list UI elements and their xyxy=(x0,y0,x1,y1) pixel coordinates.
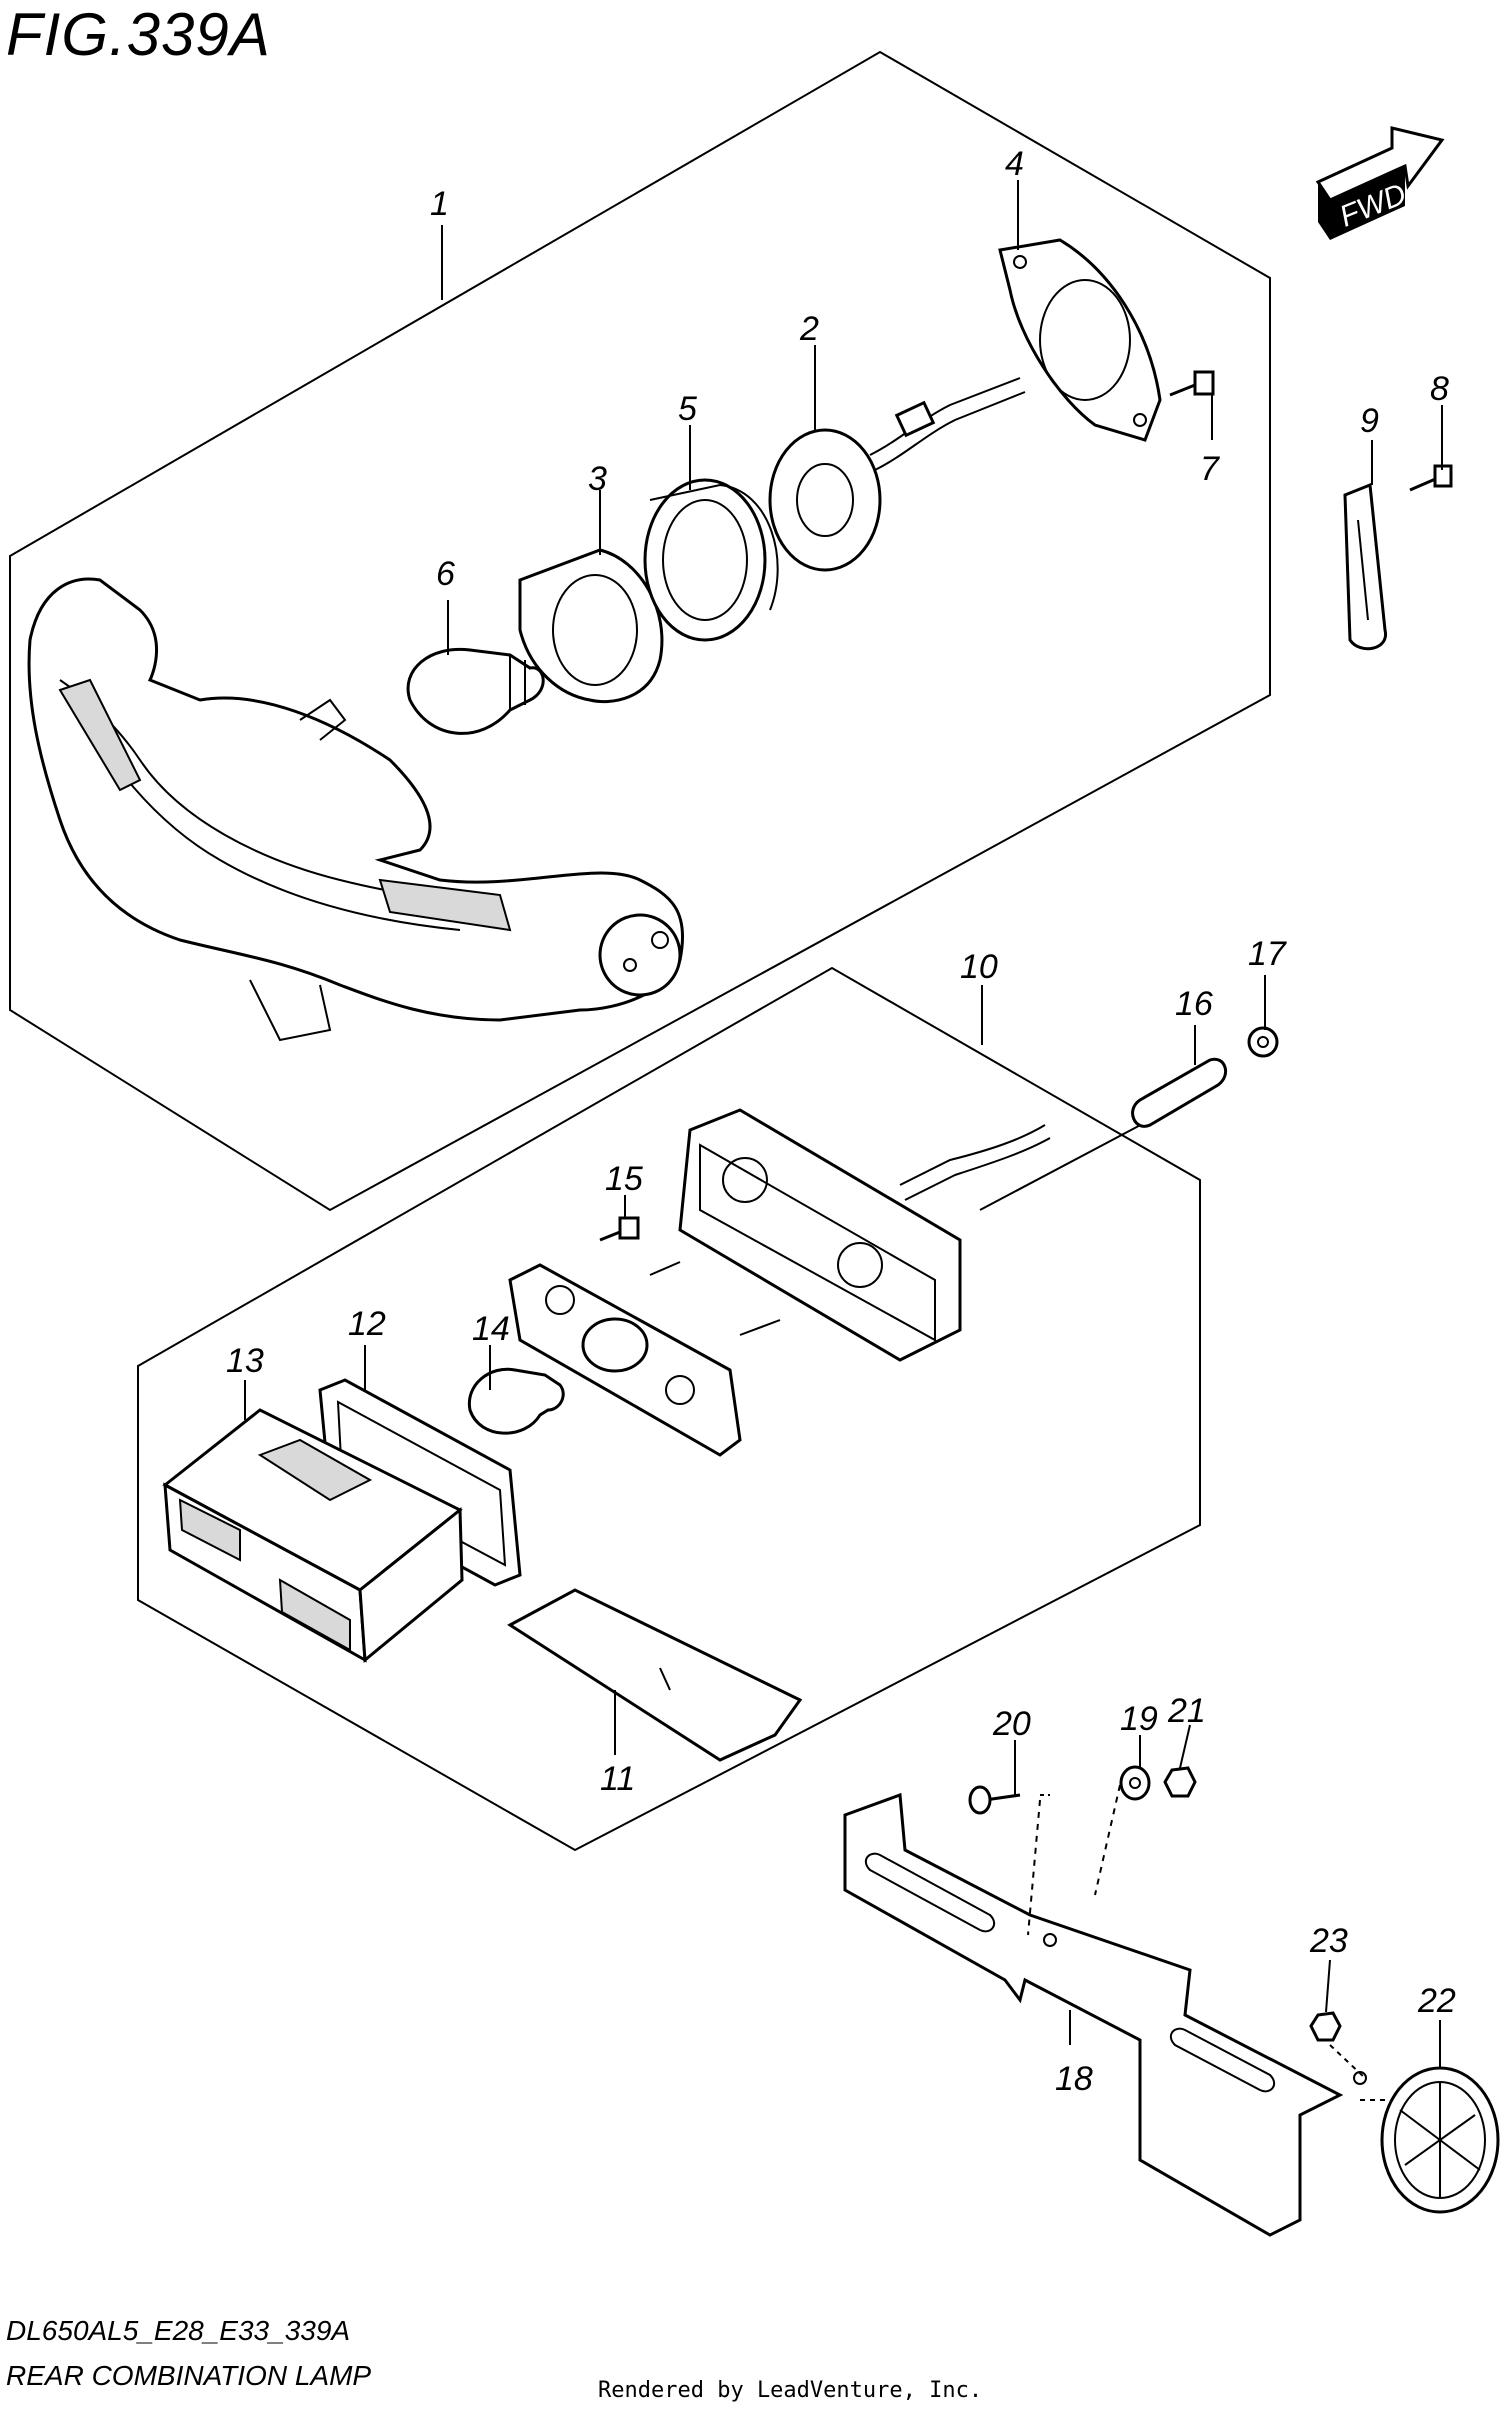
part-20-screw xyxy=(968,1785,1050,1936)
part-5-ring xyxy=(643,478,779,642)
callout-21: 21 xyxy=(1167,1692,1206,1730)
figure-name: REAR COMBINATION LAMP xyxy=(6,2360,372,2391)
callout-10: 10 xyxy=(960,948,998,986)
part-18-bracket xyxy=(843,1792,1367,2237)
callout-7: 7 xyxy=(1200,450,1220,488)
callout-17: 17 xyxy=(1248,935,1287,973)
part-9-strap xyxy=(1343,482,1387,651)
part-11-lens-plate xyxy=(507,1588,803,1762)
part-23-nut xyxy=(1309,2011,1366,2079)
part-8-screw xyxy=(1409,464,1453,492)
callout-6: 6 xyxy=(436,555,455,593)
part-14-bulb xyxy=(467,1367,565,1435)
part-10-license-lamp-housing xyxy=(678,1108,1151,1362)
assembly-10-outline xyxy=(137,966,1201,1852)
part-6-bulb xyxy=(406,647,545,735)
part-16-spacer xyxy=(1131,1057,1228,1128)
part-4-gasket-plate xyxy=(998,238,1162,442)
callout-23: 23 xyxy=(1309,1922,1348,1960)
part-7-screw xyxy=(1169,370,1215,397)
license-lamp-base-plate xyxy=(508,1261,781,1457)
callout-14: 14 xyxy=(472,1310,510,1348)
part-13-lens xyxy=(162,1408,464,1664)
callout-22: 22 xyxy=(1417,1982,1456,2020)
part-15-screw xyxy=(599,1216,640,1242)
model-code: DL650AL5_E28_E33_339A xyxy=(6,2315,351,2346)
leader-lines xyxy=(244,180,1443,2068)
part-21-nut xyxy=(1163,1766,1197,1798)
part-17-nut xyxy=(1247,1026,1279,1058)
part-1-tail-lamp-housing xyxy=(27,577,685,1042)
part-2-socket xyxy=(768,377,1026,572)
callout-12: 12 xyxy=(348,1305,386,1343)
callout-15: 15 xyxy=(605,1160,643,1198)
callout-1: 1 xyxy=(430,185,449,223)
callout-18: 18 xyxy=(1055,2060,1093,2098)
part-19-washer xyxy=(1094,1765,1151,1896)
callout-9: 9 xyxy=(1360,402,1379,440)
assembly-1-outline xyxy=(9,50,1271,1212)
callout-13: 13 xyxy=(226,1342,264,1380)
callout-3: 3 xyxy=(588,460,607,498)
fwd-arrow-icon: FWD xyxy=(1315,126,1445,240)
part-3-gasket xyxy=(518,548,664,704)
callout-8: 8 xyxy=(1430,370,1449,408)
callout-20: 20 xyxy=(992,1705,1031,1743)
part-22-reflector xyxy=(1360,2066,1500,2214)
callout-5: 5 xyxy=(678,390,697,428)
render-credit: Rendered by LeadVenture, Inc. xyxy=(598,2378,983,2403)
callout-16: 16 xyxy=(1175,985,1213,1023)
callout-2: 2 xyxy=(799,310,819,348)
callout-4: 4 xyxy=(1005,145,1024,183)
callout-19: 19 xyxy=(1120,1700,1158,1738)
callout-11: 11 xyxy=(600,1760,635,1798)
callouts: 1 2 3 4 5 6 7 8 9 10 11 12 13 14 15 16 1… xyxy=(226,145,1456,2098)
figure-title: FIG.339A xyxy=(6,1,271,68)
